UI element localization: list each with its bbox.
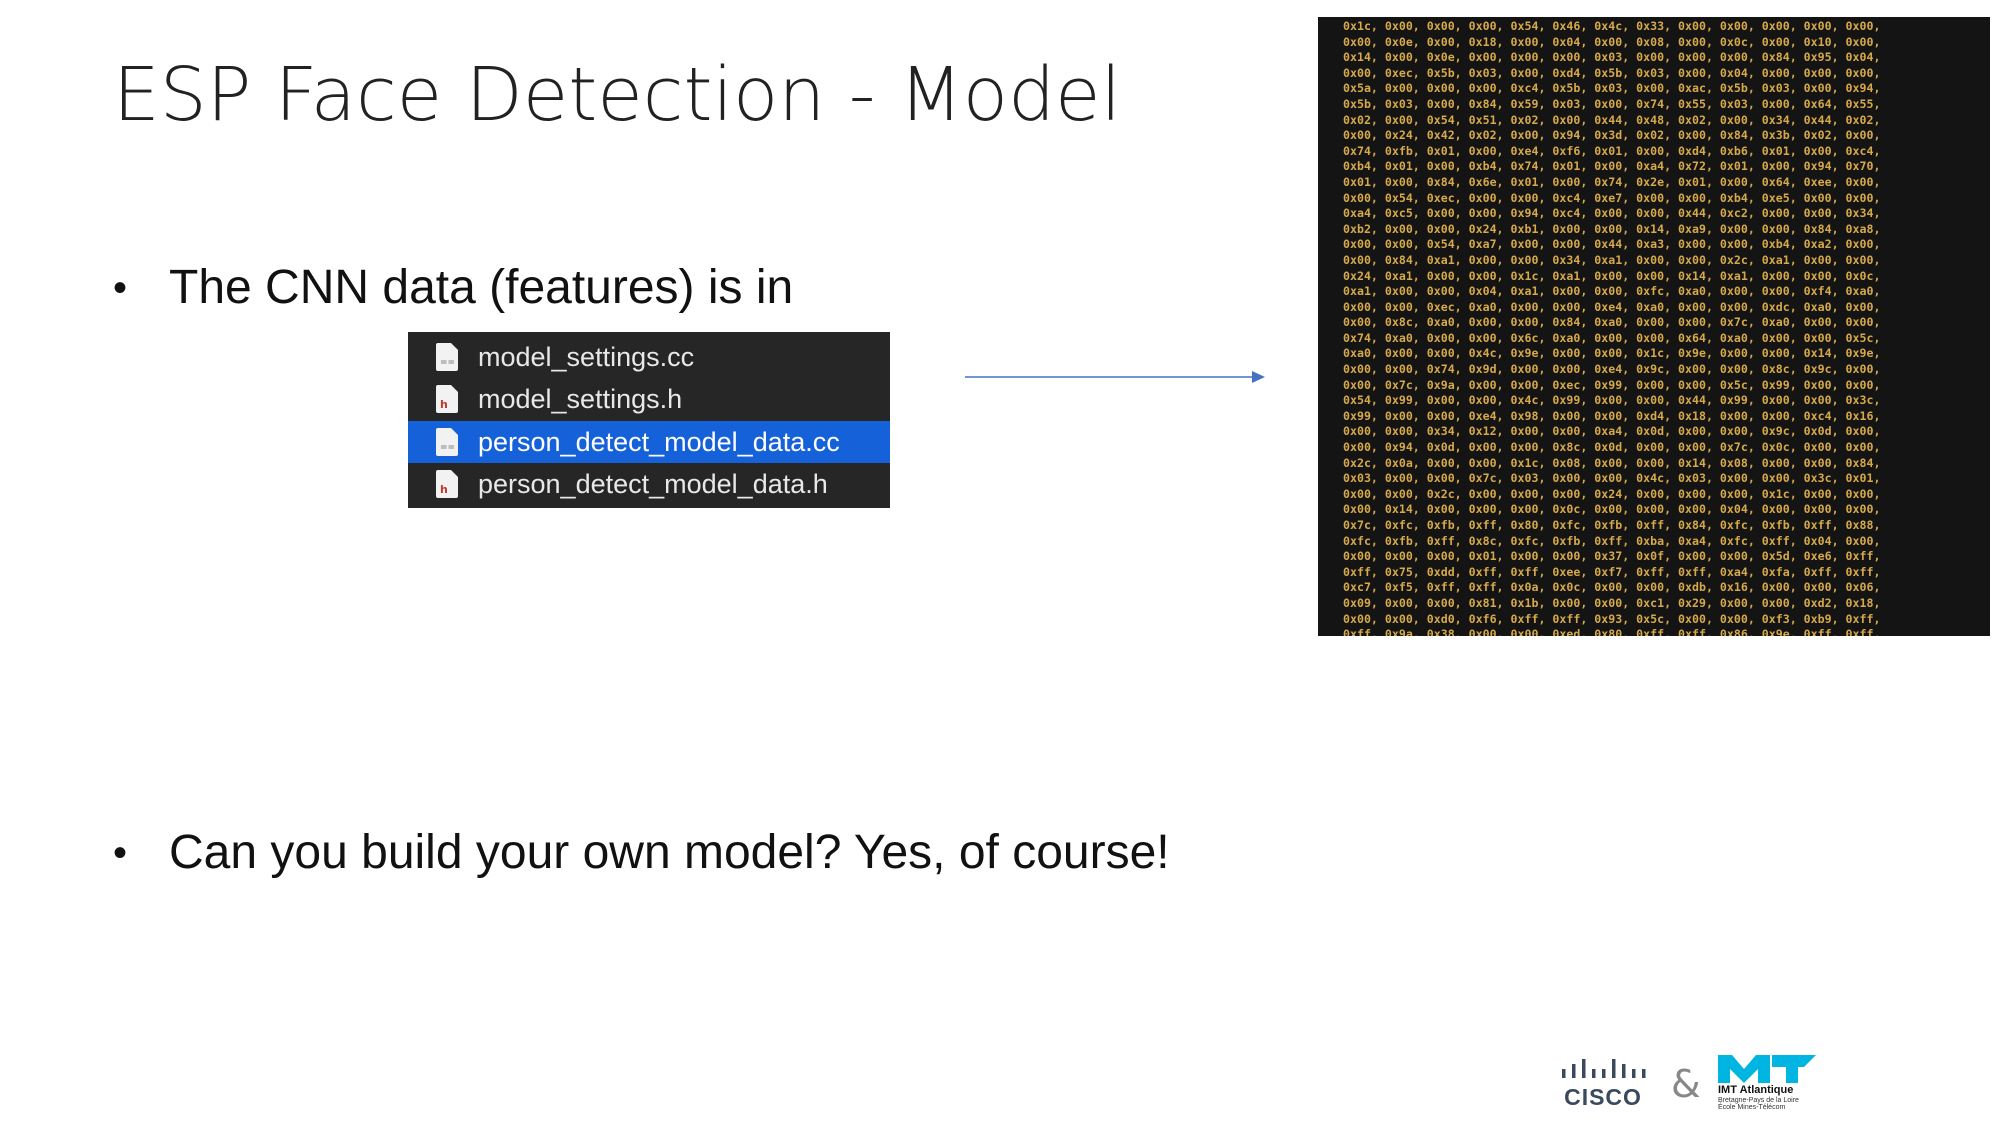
- file-name: person_detect_model_data.cc: [478, 426, 840, 457]
- cisco-logo: CISCO: [1562, 1059, 1646, 1110]
- file-item-model-settings-h[interactable]: h model_settings.h: [408, 378, 890, 420]
- arrow-right-icon: [965, 371, 1265, 383]
- file-name: person_detect_model_data.h: [478, 468, 828, 499]
- imt-atlantique-text: IMT Atlantique Bretagne-Pays de la Loire…: [1718, 1084, 1799, 1111]
- file-name: model_settings.h: [478, 383, 683, 414]
- bullet-item: • Can you build your own model? Yes, of …: [113, 825, 1170, 880]
- file-item-model-settings-cc[interactable]: == model_settings.cc: [408, 336, 890, 378]
- cc-file-icon: ==: [436, 428, 458, 456]
- ampersand: &: [1671, 1062, 1701, 1106]
- bullet-marker: •: [113, 265, 128, 310]
- hex-dump: 0x1c, 0x00, 0x00, 0x00, 0x54, 0x46, 0x4c…: [1318, 17, 1990, 636]
- h-file-icon: h: [436, 470, 458, 498]
- file-list: == model_settings.cc h model_settings.h …: [408, 332, 890, 508]
- file-name: model_settings.cc: [478, 341, 695, 372]
- imt-atlantique-logo: [1718, 1055, 1816, 1083]
- bullet-text: Can you build your own model? Yes, of co…: [169, 826, 1170, 879]
- cc-file-icon: ==: [436, 343, 458, 371]
- file-item-person-detect-model-data-cc[interactable]: == person_detect_model_data.cc: [408, 421, 890, 463]
- bullet-marker: •: [113, 830, 128, 875]
- file-item-person-detect-model-data-h[interactable]: h person_detect_model_data.h: [408, 463, 890, 505]
- hex-dump-text: 0x1c, 0x00, 0x00, 0x00, 0x54, 0x46, 0x4c…: [1343, 19, 1881, 636]
- svg-text:CISCO: CISCO: [1564, 1084, 1642, 1110]
- h-file-icon: h: [436, 385, 458, 413]
- bullet-item: • The CNN data (features) is in: [113, 260, 793, 315]
- slide-title: ESP Face Detection - Model: [113, 52, 1122, 138]
- bullet-text: The CNN data (features) is in: [169, 261, 794, 314]
